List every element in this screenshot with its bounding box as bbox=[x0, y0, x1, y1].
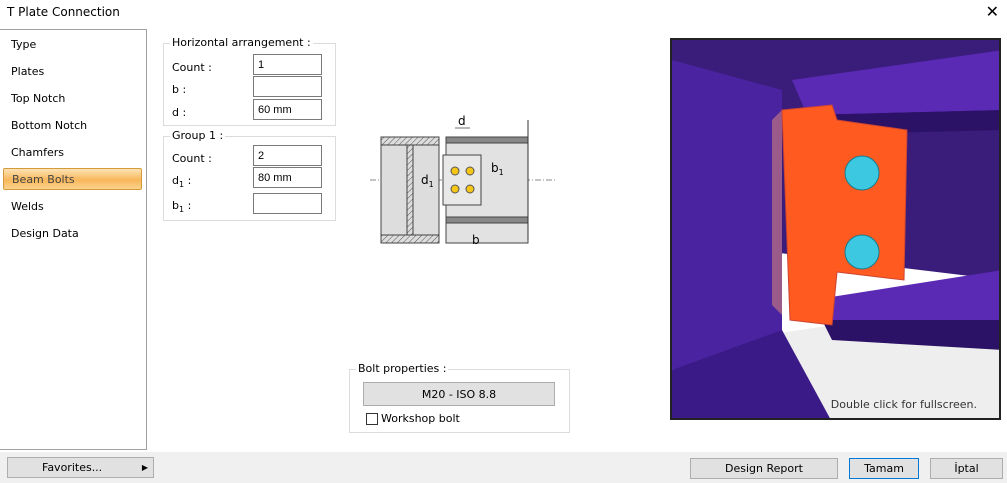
sidebar-item-plates[interactable]: Plates bbox=[11, 65, 45, 78]
footer-bar: Favorites...▶ Design Report Tamam İptal bbox=[0, 452, 1007, 483]
sidebar-item-bottom-notch[interactable]: Bottom Notch bbox=[11, 119, 88, 132]
d1-label: d1 : bbox=[172, 174, 192, 190]
horizontal-arrangement-group: Horizontal arrangement : Count : b : d : bbox=[163, 36, 336, 126]
design-report-button[interactable]: Design Report bbox=[690, 458, 838, 479]
fullscreen-hint: Double click for fullscreen. bbox=[830, 398, 977, 411]
3d-model-render bbox=[672, 50, 999, 418]
group1-b1-input[interactable] bbox=[253, 193, 322, 214]
diagram-d1-label: d1 bbox=[421, 173, 434, 189]
sidebar: Type Plates Top Notch Bottom Notch Chamf… bbox=[0, 29, 147, 450]
workshop-bolt-label: Workshop bolt bbox=[381, 412, 460, 425]
group-title: Group 1 : bbox=[170, 129, 226, 142]
sidebar-item-type[interactable]: Type bbox=[11, 38, 37, 51]
sidebar-item-welds[interactable]: Welds bbox=[11, 200, 44, 213]
bolt-type-button[interactable]: M20 - ISO 8.8 bbox=[363, 382, 555, 406]
sidebar-item-beam-bolts[interactable]: Beam Bolts bbox=[3, 168, 142, 190]
chevron-right-icon: ▶ bbox=[141, 463, 148, 472]
bolt-layout-diagram: d d1 b1 b bbox=[370, 114, 555, 247]
horizontal-count-input[interactable] bbox=[253, 54, 322, 75]
cancel-button[interactable]: İptal bbox=[930, 458, 1003, 479]
bolt-properties-group: Bolt properties : M20 - ISO 8.8 Workshop… bbox=[349, 362, 570, 433]
d-label: d : bbox=[172, 106, 187, 119]
b1-label: b1 : bbox=[172, 199, 192, 215]
group1-d1-input[interactable] bbox=[253, 167, 322, 188]
diagram-b1-label: b1 bbox=[491, 161, 504, 177]
close-icon[interactable]: ✕ bbox=[985, 2, 999, 21]
workshop-bolt-checkbox[interactable] bbox=[366, 413, 378, 425]
group-title: Bolt properties : bbox=[356, 362, 449, 375]
group-title: Horizontal arrangement : bbox=[170, 36, 313, 49]
b-label: b : bbox=[172, 83, 187, 96]
3d-view[interactable]: Double click for fullscreen. bbox=[670, 38, 1001, 420]
count-label: Count : bbox=[172, 61, 212, 74]
diagram-d-label: d bbox=[458, 114, 466, 128]
sidebar-item-top-notch[interactable]: Top Notch bbox=[11, 92, 66, 105]
favorites-button[interactable]: Favorites...▶ bbox=[7, 457, 154, 478]
window-title: T Plate Connection bbox=[7, 5, 120, 19]
ok-button[interactable]: Tamam bbox=[849, 458, 919, 479]
diagram-b-label: b bbox=[472, 233, 480, 247]
sidebar-item-chamfers[interactable]: Chamfers bbox=[11, 146, 65, 159]
horizontal-b-input[interactable] bbox=[253, 76, 322, 97]
count-label: Count : bbox=[172, 152, 212, 165]
horizontal-d-input[interactable] bbox=[253, 99, 322, 120]
group1-count-input[interactable] bbox=[253, 145, 322, 166]
group-1: Group 1 : Count : d1 : b1 : bbox=[163, 129, 336, 221]
sidebar-item-design-data[interactable]: Design Data bbox=[11, 227, 79, 240]
